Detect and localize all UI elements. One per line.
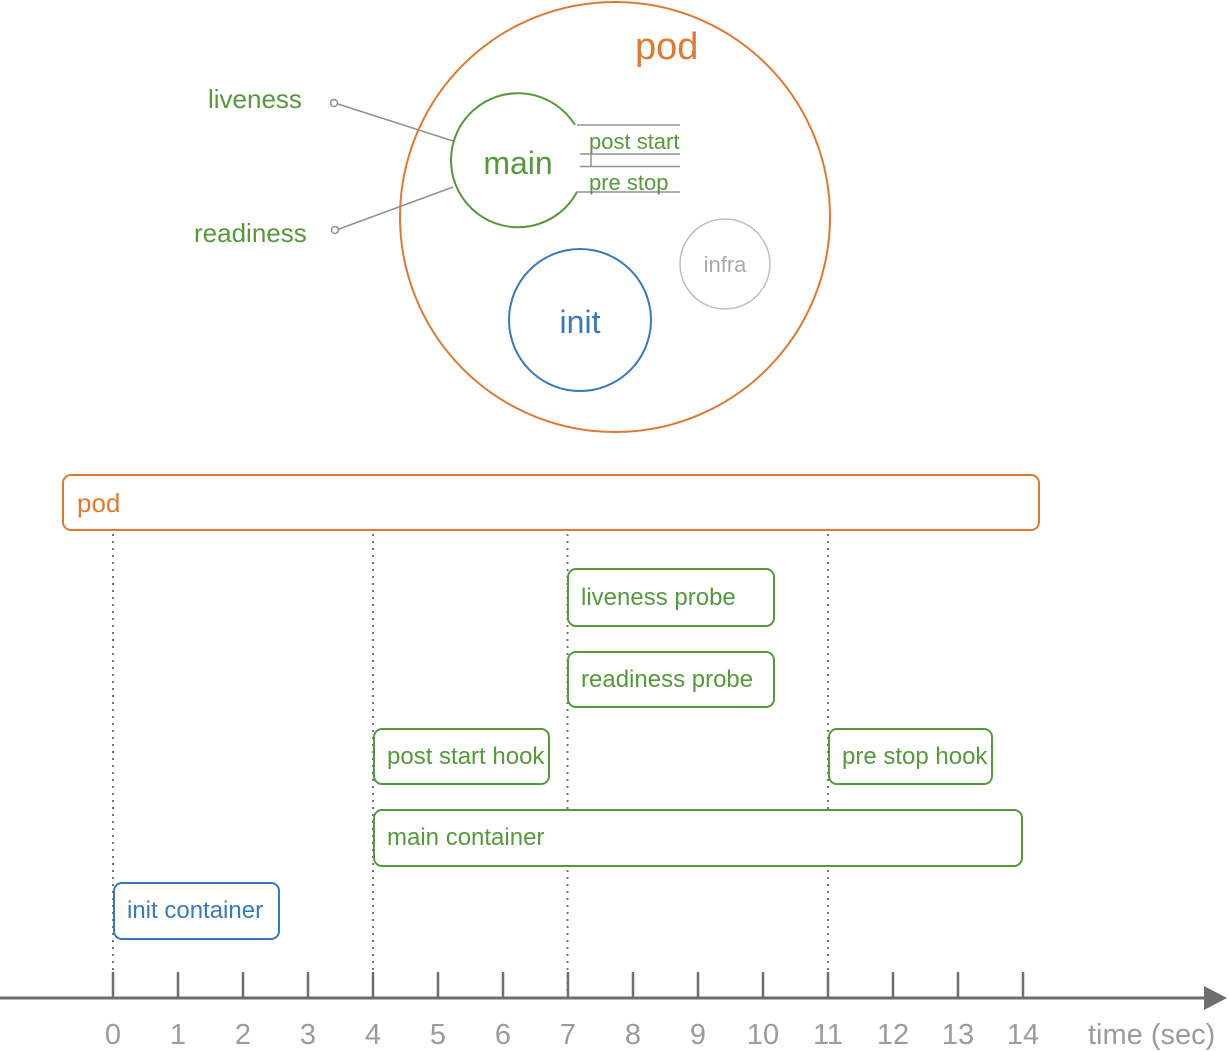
- axis-tick-label-10: 10: [746, 1019, 780, 1051]
- axis-tick-label-7: 7: [559, 1019, 577, 1051]
- axis-tick-label-2: 2: [234, 1019, 252, 1051]
- time-axis-ticks: [111, 972, 1025, 997]
- pod-circle: [399, 1, 831, 433]
- axis-unit-label: time (sec): [1088, 1019, 1216, 1051]
- init-container-circle: [508, 248, 652, 392]
- axis-tick-label-0: 0: [104, 1019, 122, 1051]
- axis-tick-label-3: 3: [299, 1019, 317, 1051]
- axis-tick-label-8: 8: [624, 1019, 642, 1051]
- axis-tick-label-6: 6: [494, 1019, 512, 1051]
- timeline-post-start-hook-bar: post start hook: [373, 728, 550, 785]
- infra-container-circle: [679, 218, 771, 310]
- liveness-probe-bar-label: liveness probe: [581, 583, 736, 611]
- pre-stop-hook-bar-label: pre stop hook: [842, 742, 988, 770]
- liveness-leader-line: [337, 103, 454, 142]
- axis-tick-label-4: 4: [364, 1019, 382, 1051]
- axis-tick-label-5: 5: [429, 1019, 447, 1051]
- pre-stop-label: pre stop: [589, 170, 669, 195]
- axis-tick-label-1: 1: [169, 1019, 187, 1051]
- timeline-pod-bar: pod: [62, 474, 1040, 531]
- timeline-init-container-bar: init container: [113, 882, 280, 940]
- time-axis-arrowhead: [1204, 986, 1227, 1010]
- axis-tick-label-11: 11: [812, 1019, 844, 1051]
- pod-circle-label: pod: [635, 26, 699, 68]
- timeline-liveness-probe-bar: liveness probe: [567, 568, 775, 627]
- axis-tick-label-12: 12: [876, 1019, 910, 1051]
- axis-tick-label-13: 13: [941, 1019, 975, 1051]
- main-circle-label: main: [483, 145, 553, 181]
- axis-tick-label-9: 9: [689, 1019, 707, 1051]
- infra-circle-label: infra: [703, 252, 747, 277]
- readiness-label: readiness: [194, 218, 307, 248]
- readiness-leader-line: [338, 186, 454, 230]
- readiness-leader-dot: [330, 225, 340, 235]
- post-start-hook-bar-label: post start hook: [387, 742, 545, 770]
- timeline-pod-bar-label: pod: [77, 487, 121, 518]
- readiness-probe-bar-label: readiness probe: [581, 665, 754, 693]
- main-container-circle: [450, 92, 578, 229]
- init-container-bar-label: init container: [127, 897, 264, 924]
- timeline-main-container-bar: main container: [373, 809, 1023, 867]
- timeline-readiness-probe-bar: readiness probe: [567, 651, 775, 708]
- timeline-pre-stop-hook-bar: pre stop hook: [828, 728, 993, 785]
- post-start-label: post start: [589, 129, 680, 154]
- axis-tick-label-14: 14: [1006, 1019, 1040, 1051]
- liveness-label: liveness: [208, 84, 302, 114]
- main-container-bar-label: main container: [387, 824, 545, 851]
- liveness-leader-dot: [329, 98, 339, 108]
- init-circle-label: init: [559, 304, 601, 340]
